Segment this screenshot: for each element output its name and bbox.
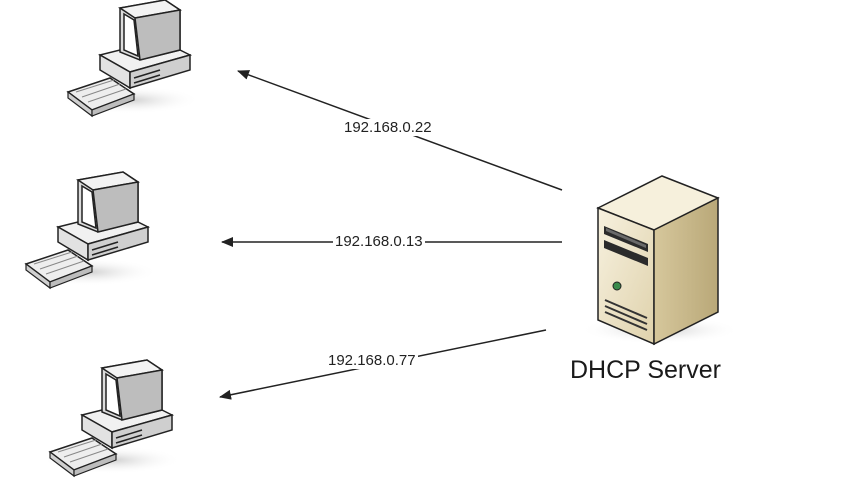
desktop-computer-icon [41,359,183,477]
client-3-ip-label: 192.168.0.77 [326,352,418,369]
client-computer-1 [59,0,201,117]
server-tower-icon [580,175,740,346]
desktop-computer-icon [17,171,159,289]
client-1-ip-label: 192.168.0.22 [342,119,434,136]
client-computer-2 [17,171,159,289]
desktop-computer-icon [59,0,201,117]
server-label: DHCP Server [570,356,721,384]
client-2-ip-label: 192.168.0.13 [333,233,425,250]
client-computer-3 [41,359,183,477]
